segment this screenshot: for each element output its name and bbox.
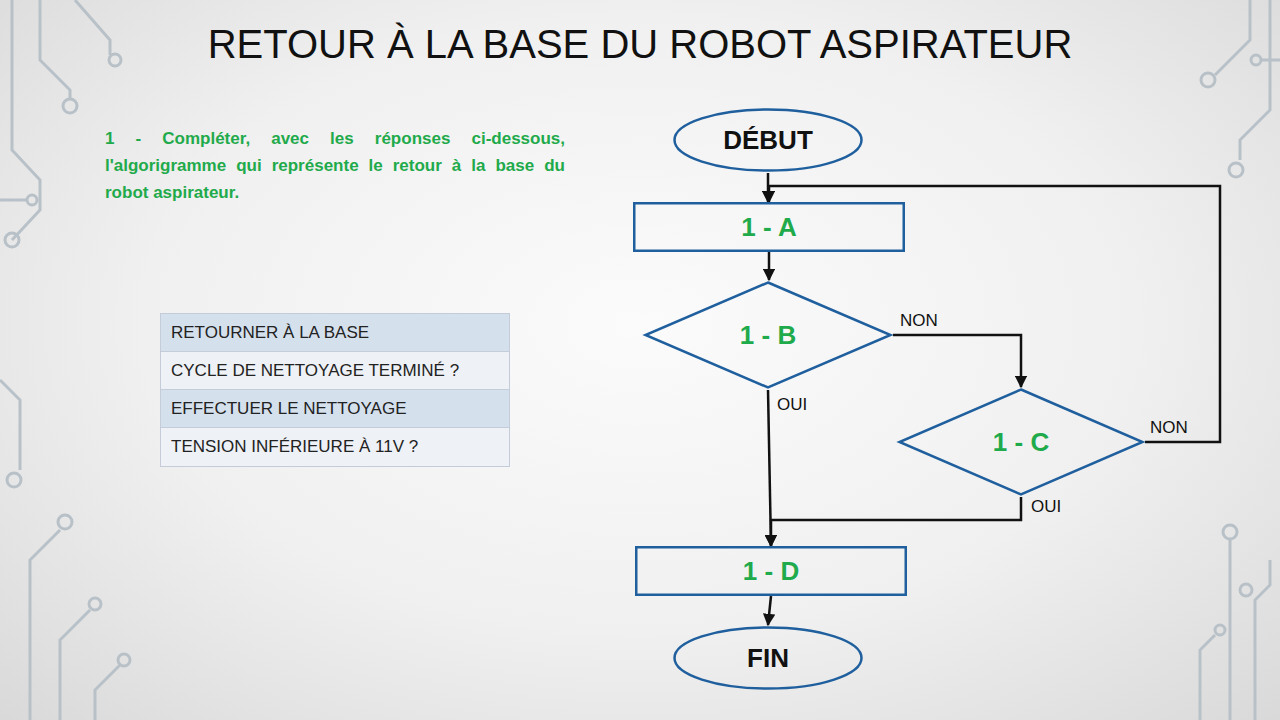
start-terminal: DÉBUT [672,107,864,173]
circuit-trace [1200,635,1215,720]
circuit-trace [1262,59,1280,62]
flow-arrow [769,186,1220,442]
circuit-trace [1229,540,1232,720]
circuit-trace [1215,0,1250,75]
circuit-pad [63,99,77,113]
node-label: 1 - D [743,556,799,587]
circuit-pad [1251,55,1261,65]
terminal-outline [675,628,862,689]
process-outline [636,547,906,595]
circuit-trace [60,610,90,720]
circuit-trace [12,0,40,240]
circuit-pad [1215,625,1225,635]
circuit-trace [0,199,28,202]
circuit-pad [1229,163,1243,177]
branch-label: NON [900,311,938,331]
flow-arrow [771,497,1021,546]
table-cell: EFFECTUER LE NETTOYAGE [160,389,510,428]
instruction-text: 1 - Compléter, avec les réponses ci-dess… [105,125,565,206]
page-title: RETOUR À LA BASE DU ROBOT ASPIRATEUR [0,22,1280,67]
process-box: 1 - A [633,202,905,252]
node-label: 1 - A [741,212,796,243]
branch-label: OUI [1031,497,1061,517]
decision-diamond: 1 - B [643,280,893,390]
circuit-pad [118,654,130,666]
circuit-pad [5,233,19,247]
circuit-trace [40,0,70,100]
circuit-trace [0,380,20,470]
node-label: 1 - B [740,320,796,351]
branch-label: NON [1150,418,1188,438]
terminal-outline [675,110,862,171]
decision-outline [646,283,891,388]
flow-arrow [768,252,771,280]
table-cell: TENSION INFÉRIEURE À 11V ? [160,427,510,467]
circuit-pad [1201,73,1215,87]
process-box: 1 - D [635,546,907,596]
table-cell: RETOURNER À LA BASE [160,313,510,352]
circuit-pad [1223,525,1237,539]
circuit-pad [109,54,121,66]
circuit-trace [75,0,110,55]
flow-arrow [768,596,771,625]
circuit-pad [1240,584,1252,596]
circuit-trace [1255,560,1270,720]
circuit-pad [27,195,37,205]
decision-diamond: 1 - C [897,387,1145,497]
node-label: FIN [747,643,789,674]
circuit-trace [1240,0,1270,160]
node-label: DÉBUT [723,125,813,156]
decision-outline [900,390,1143,495]
process-outline [634,203,904,251]
circuit-trace [95,665,120,720]
circuit-pad [58,515,72,529]
flow-arrow [893,335,1021,387]
circuit-trace [30,530,60,720]
table-cell: CYCLE DE NETTOYAGE TERMINÉ ? [160,351,510,390]
branch-label: OUI [777,395,807,415]
node-label: 1 - C [993,427,1049,458]
end-terminal: FIN [672,625,864,691]
circuit-pad [7,473,21,487]
circuit-pad [89,598,101,610]
